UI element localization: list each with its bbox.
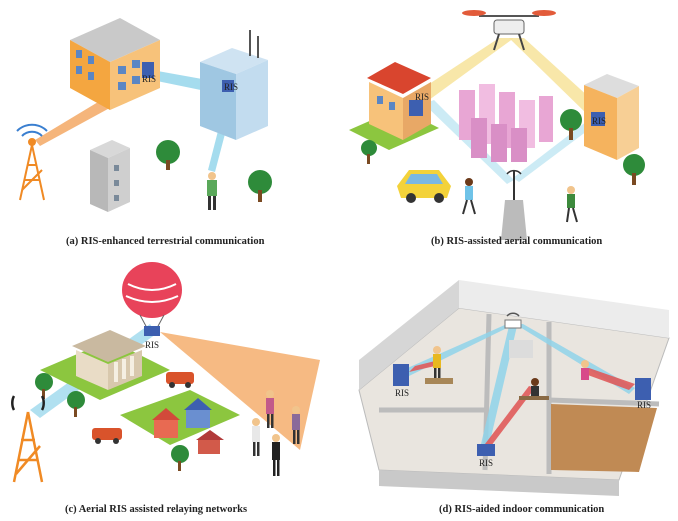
tree-icon [248,170,272,202]
user-at-desk-icon [519,378,549,400]
house-icon [184,398,212,428]
table-icon [425,378,453,384]
bed-icon [509,340,533,358]
tree-icon [171,445,189,471]
cell-tower-icon [11,395,45,483]
panel-a-illustration: RIS RIS [16,18,272,212]
ground-base-station-icon [501,169,527,240]
user-person-icon [207,172,217,210]
house-icon [152,408,180,438]
beam-ris-to-ground-right [513,118,599,182]
left-apartment-building [367,62,431,140]
house-icon [196,430,224,454]
ris-label-b2: RIS [592,116,606,126]
red-car-icon [166,372,194,388]
ris-panel-a1 [142,62,154,78]
pink-city-towers [459,84,553,162]
tree-icon [67,391,85,417]
beam-drone-to-ris-left [417,38,514,100]
panel-a-terrestrial: RIS RIS (a) RIS-enhanced terrestr [0,0,339,260]
beam-ris-to-user-red [485,386,535,446]
hot-air-balloon-icon [122,262,182,336]
ris-panel-d3 [477,444,495,456]
red-car-icon [92,428,122,444]
beam-ris-to-user-red [409,360,439,372]
ris-label-a1: RIS [142,74,156,84]
caption-b: (b) RIS-assisted aerial communication [431,236,603,247]
ris-label-b1: RIS [415,92,429,102]
panel-c-relaying: RIS [0,260,339,521]
tree-icon [623,154,645,185]
user-person-icon [292,406,300,444]
right-apartment-building [584,74,639,160]
ris-label-c1: RIS [145,340,159,350]
beam-ap-to-ris-bottom [481,326,517,446]
classical-museum-building [72,330,146,390]
tree-icon [35,373,53,399]
caption-c: (c) Aerial RIS assisted relaying network… [65,504,248,515]
taxi-car-icon [397,170,451,203]
tree-icon [156,140,180,170]
beam-ris-to-user-red [585,368,635,390]
drone-uav-icon [462,10,556,51]
ris-panel-b1 [409,100,423,116]
wifi-access-point-icon [504,312,522,329]
cell-tower-icon [16,123,48,201]
ris-label-d2: RIS [637,400,651,410]
caption-d: (d) RIS-aided indoor communication [439,504,605,515]
caption-a: (a) RIS-enhanced terrestrial communicati… [66,236,265,247]
glass-office-tower [200,30,268,140]
pedestrian-man-icon [566,186,578,223]
panel-d-illustration: RIS RIS RIS [358,280,670,496]
panel-b-illustration: RIS RIS [349,10,645,240]
panel-b-aerial: RIS RIS [339,0,678,260]
ris-label-d3: RIS [479,458,493,468]
tree-icon [560,109,582,140]
beam-ris-to-ground-left [424,100,514,184]
orange-apartment-building [70,18,160,110]
small-grey-building [90,140,130,212]
user-person-icon [433,346,441,380]
ris-panel-b2 [591,112,605,126]
user-person-icon [266,390,274,428]
user-person-icon [252,418,260,456]
ris-label-a2: RIS [224,82,238,92]
user-group-icon [252,390,300,476]
ris-panel-d2 [635,378,651,400]
ris-label-d1: RIS [395,388,409,398]
user-person-icon [581,360,589,380]
beam-ris-to-users [160,332,320,450]
panel-d-indoor: RIS RIS RIS (d) RIS-aided indoor communi… [339,260,678,521]
tree-icon [361,140,377,164]
ris-panel-d1 [393,364,409,386]
panel-c-illustration: RIS [11,262,320,483]
beam-drone-to-ris-right [509,38,601,116]
user-person-icon [272,434,280,476]
pedestrian-woman-icon [462,178,476,215]
ris-panel-a2 [222,80,234,92]
ris-panel-c1 [144,326,160,336]
